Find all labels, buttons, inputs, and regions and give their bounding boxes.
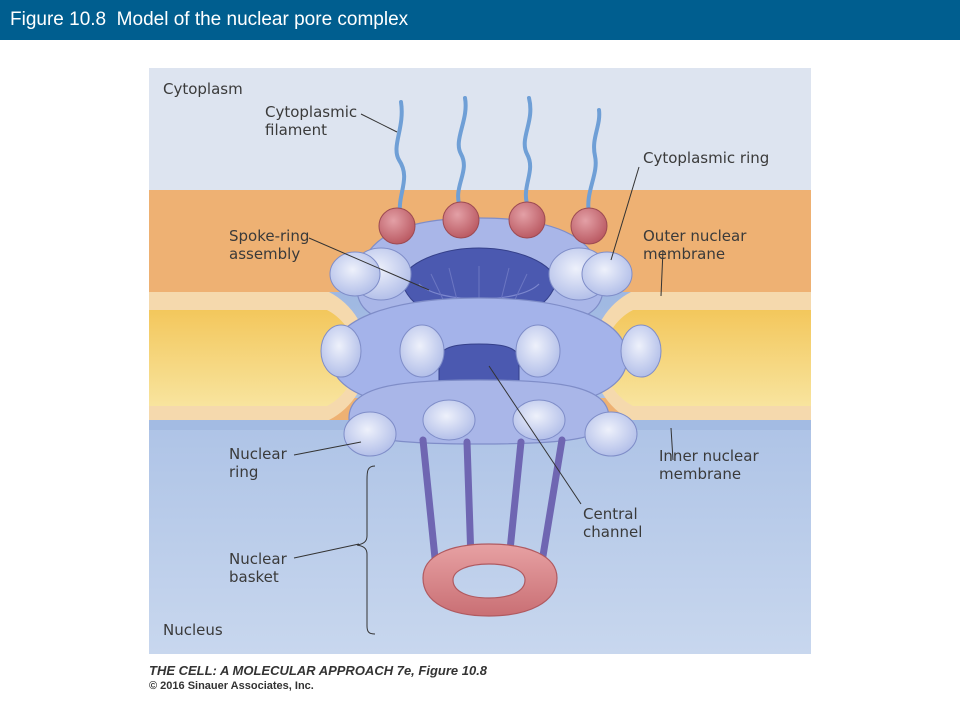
cytoplasmic-ring-lobe — [581, 251, 633, 297]
figure-title: Figure 10.8 Model of the nuclear pore co… — [10, 9, 409, 30]
cytoplasmic-ring-label: Cytoplasmic ring — [643, 149, 769, 167]
cytoplasm-label: Cytoplasm — [163, 80, 243, 98]
cytoplasmic-bead — [442, 201, 480, 239]
cytoplasm-region — [149, 68, 811, 190]
cytoplasmic-bead — [378, 207, 416, 245]
leader-lines — [293, 113, 674, 635]
cytoplasmic-bead — [508, 201, 546, 239]
book-credit: THE CELL: A MOLECULAR APPROACH 7e, Figur… — [149, 663, 488, 678]
copyright-credit: © 2016 Sinauer Associates, Inc. — [149, 680, 314, 692]
nuclear-ring-lobe — [343, 411, 397, 457]
cytoplasmic-bead — [570, 207, 608, 245]
cytoplasmic-filaments — [394, 96, 602, 215]
nuclear-basket — [419, 436, 566, 572]
basket-distal-ring — [422, 543, 558, 617]
title-bar: Figure 10.8 Model of the nuclear pore co… — [0, 0, 960, 40]
nucleus-label: Nucleus — [163, 621, 223, 639]
